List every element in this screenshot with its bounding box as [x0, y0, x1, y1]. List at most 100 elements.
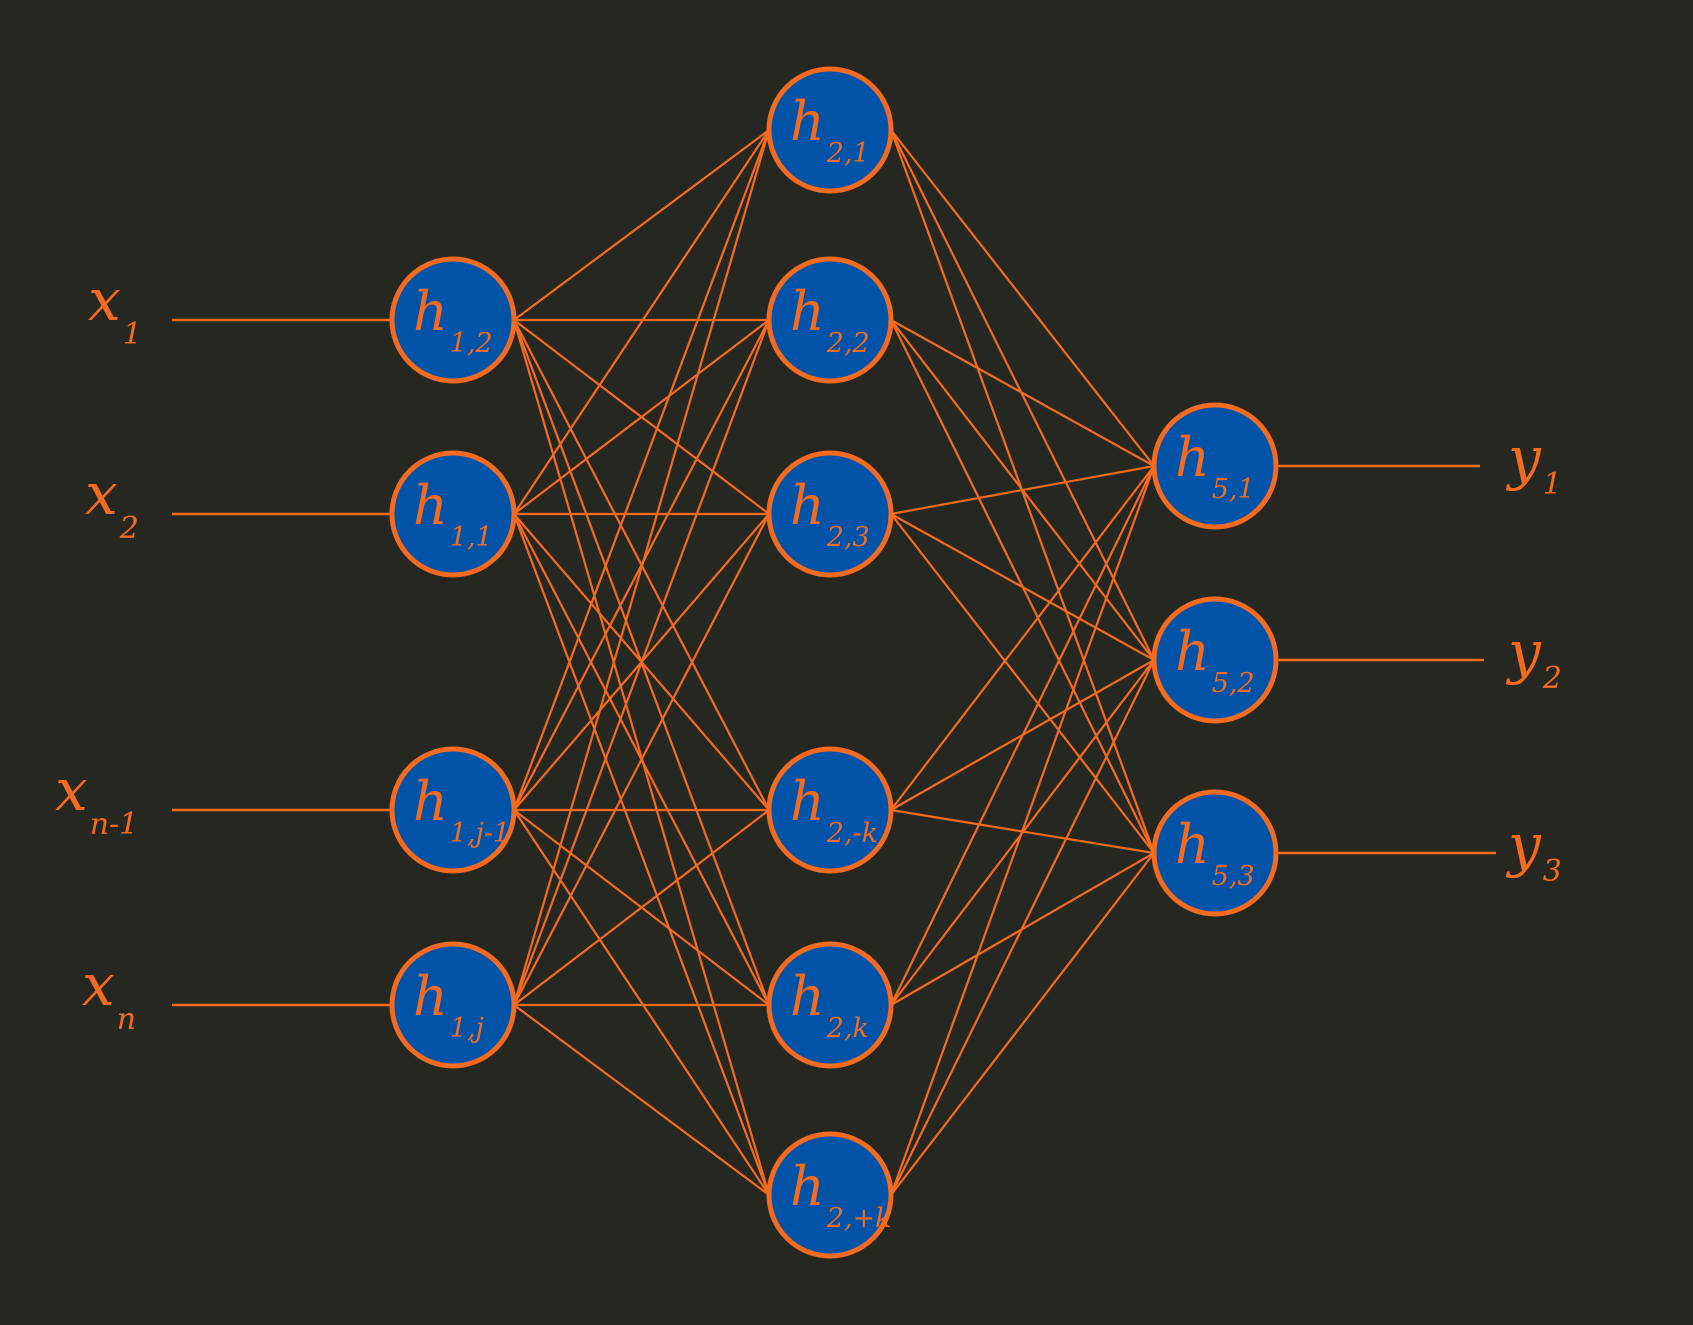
output-label-0-symbol: y	[1505, 424, 1542, 492]
node-layer1-0-label-symbol: h	[413, 280, 448, 343]
node-layer2-0-circle	[766, 66, 894, 194]
node-layer2-2-circle	[766, 450, 894, 578]
node-layer2-3-circle	[766, 746, 894, 874]
edge-l2-2-l3-2	[890, 513, 1155, 854]
node-layer1-0-label: h1,2	[413, 280, 493, 359]
edge-l2-4-l3-0	[890, 465, 1155, 1006]
output-label-2-symbol: y	[1505, 811, 1542, 879]
edge-l1-2-l2-0	[512, 129, 771, 811]
output-label-2-subscript: 3	[1543, 854, 1562, 889]
node-layer1-3-circle	[389, 941, 517, 1069]
input-label-1-subscript: 2	[119, 511, 139, 546]
node-layer2-3-label-symbol: h	[790, 770, 825, 833]
node-layer2-1-label-subscript: 2,2	[826, 328, 870, 359]
node-layer2-5-label-symbol: h	[790, 1155, 825, 1218]
node-layer2-2-label-subscript: 2,3	[826, 522, 870, 553]
edge-l2-5-l3-2	[890, 852, 1155, 1196]
node-layer2-3-label-subscript: 2,-k	[826, 818, 878, 849]
node-layer3-0-label: h5,1	[1175, 426, 1255, 505]
node-layer3-0-label-subscript: 5,1	[1212, 474, 1255, 505]
node-layer2-4-label: h2,k	[790, 965, 869, 1044]
node-layer2-5-label: h2,+k	[790, 1155, 892, 1234]
node-layer2-5-label-subscript: 2,+k	[826, 1203, 892, 1234]
node-layer3-2-label: h5,3	[1175, 813, 1255, 892]
node-layer2-1-circle	[766, 256, 894, 384]
edge-l2-0-l3-0	[890, 129, 1155, 467]
node-layer3-1-label-symbol: h	[1175, 620, 1210, 683]
connection-lines	[512, 129, 1156, 1196]
node-layer2-4-circle	[766, 941, 894, 1069]
node-layer2-4-label-symbol: h	[790, 965, 825, 1028]
input-label-2: xn-1	[55, 756, 138, 842]
io-lines	[172, 318, 1496, 1007]
node-layer3-1-label: h5,2	[1175, 620, 1255, 699]
node-layer2-2-label: h2,3	[790, 474, 870, 553]
edge-l2-5-l3-0	[889, 465, 1156, 1196]
output-label-0-subscript: 1	[1543, 467, 1562, 502]
node-layer3-1-circle	[1151, 596, 1279, 724]
node-layer2-3: h2,-k	[766, 746, 894, 874]
node-layer1-1-circle	[389, 450, 517, 578]
edge-l1-3-l2-5	[513, 1004, 770, 1196]
output-label-1-symbol: y	[1505, 618, 1542, 686]
node-layer2-4: h2,k	[766, 941, 894, 1069]
edge-l1-1-l2-5	[512, 513, 771, 1196]
node-layer2-1-label: h2,2	[790, 280, 870, 359]
node-layer2-0: h2,1	[766, 66, 894, 194]
node-layer1-2-circle	[389, 746, 517, 874]
input-label-3: xn	[82, 951, 136, 1037]
node-layer2-0-label: h2,1	[790, 90, 870, 169]
node-layer2-4-label-subscript: 2,k	[826, 1013, 869, 1044]
node-layer1-1-label-subscript: 1,1	[450, 522, 493, 553]
input-label-2-symbol: x	[55, 756, 88, 824]
edge-l1-3-l2-1	[512, 319, 771, 1006]
edge-l1-0-l2-0	[513, 129, 770, 321]
edge-l1-3-l2-0	[512, 129, 771, 1006]
edge-l2-3-l3-0	[890, 465, 1155, 811]
node-layer1-0-label-subscript: 1,2	[450, 328, 493, 359]
node-layer1-3-label-subscript: 1,j	[450, 1013, 484, 1044]
node-layer3-2-circle	[1151, 789, 1279, 917]
node-layer3-0-circle	[1151, 402, 1279, 530]
node-layer3-1-label-subscript: 5,2	[1212, 668, 1255, 699]
node-layer1-3: h1,j	[389, 941, 517, 1069]
edge-l1-3-l2-2	[513, 513, 770, 1006]
node-layer1-2: h1,j-1	[389, 746, 517, 874]
node-layer1-0: h1,2	[389, 256, 517, 384]
node-layer2-0-label-symbol: h	[790, 90, 825, 153]
edge-l2-2-l3-1	[890, 513, 1155, 661]
node-layer3-0-label-symbol: h	[1175, 426, 1210, 489]
node-layer1-2-label: h1,j-1	[413, 770, 510, 849]
node-layer2-1-label-symbol: h	[790, 280, 825, 343]
node-layer2-2: h2,3	[766, 450, 894, 578]
edge-l2-0-l3-1	[890, 129, 1155, 661]
neuron-nodes: h1,2h1,1h1,j-1h1,jh2,1h2,2h2,3h2,-kh2,kh…	[389, 66, 1279, 1259]
node-layer1-0-circle	[389, 256, 517, 384]
output-label-2: y3	[1505, 811, 1562, 889]
node-layer1-3-label: h1,j	[413, 965, 484, 1044]
node-layer1-3-label-symbol: h	[413, 965, 448, 1028]
input-label-1-symbol: x	[85, 460, 118, 528]
node-layer1-2-label-subscript: 1,j-1	[450, 818, 510, 849]
output-label-1-subscript: 2	[1542, 661, 1562, 696]
edge-l2-5-l3-1	[890, 659, 1155, 1196]
node-layer1-1: h1,1	[389, 450, 517, 578]
input-label-3-symbol: x	[82, 951, 115, 1019]
input-label-0-subscript: 1	[123, 317, 142, 352]
node-layer3-2: h5,3	[1151, 789, 1279, 917]
input-label-1: x2	[85, 460, 139, 546]
node-layer3-2-label-subscript: 5,3	[1212, 861, 1255, 892]
node-layer2-1: h2,2	[766, 256, 894, 384]
node-layer3-0: h5,1	[1151, 402, 1279, 530]
input-label-0-symbol: x	[88, 266, 121, 334]
node-layer2-2-label-symbol: h	[790, 474, 825, 537]
node-layer2-3-label: h2,-k	[790, 770, 878, 849]
edge-l1-3-l2-3	[513, 809, 770, 1006]
node-layer2-5: h2,+k	[766, 1131, 894, 1259]
node-layer1-2-label-symbol: h	[413, 770, 448, 833]
output-label-1: y2	[1505, 618, 1562, 696]
edge-l2-2-l3-0	[890, 464, 1155, 516]
